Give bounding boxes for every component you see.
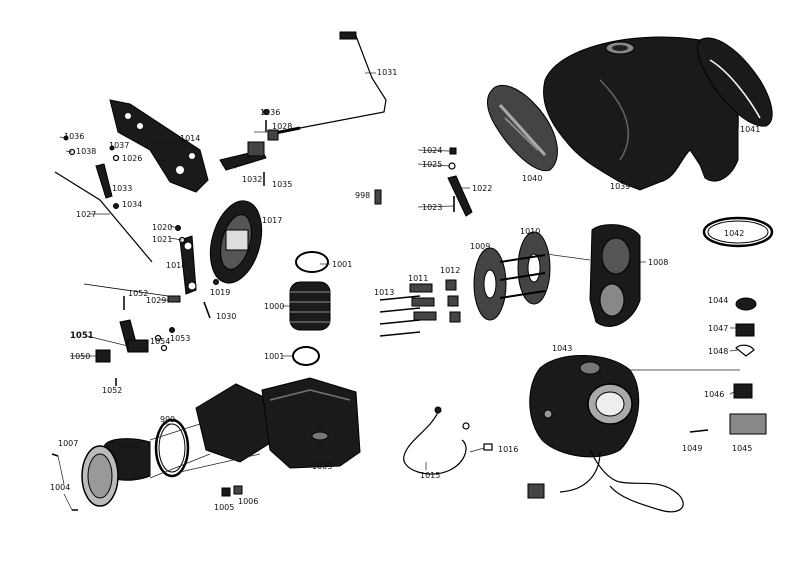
label-1046: 1046 xyxy=(704,390,724,399)
label-1000: 1000 xyxy=(264,302,284,311)
label-1036a: 1036 xyxy=(64,132,84,141)
label-1032: 1032 xyxy=(242,175,262,184)
label-1009: 1009 xyxy=(470,242,490,251)
label-999: 999 xyxy=(160,415,175,424)
label-1040: 1040 xyxy=(522,174,542,183)
label-1036b: 1036 xyxy=(260,108,280,117)
label-1050: 1050 xyxy=(70,352,90,361)
label-1014: 1014 xyxy=(180,134,200,143)
label-1039: 1039 xyxy=(610,182,630,191)
label-1045: 1045 xyxy=(732,444,752,453)
label-1042: 1042 xyxy=(724,229,744,238)
switch-parts xyxy=(689,297,767,435)
label-1001a: 1001 xyxy=(332,260,352,269)
label-1033: 1033 xyxy=(112,184,132,193)
gasket-1042 xyxy=(702,216,774,248)
label-1029: 1029 xyxy=(146,296,166,305)
fuel-tank xyxy=(487,36,773,191)
cover-1008 xyxy=(589,224,641,327)
label-1002: 1002 xyxy=(120,441,140,450)
small-lever-1022 xyxy=(374,147,473,217)
label-1053: 1053 xyxy=(170,334,190,343)
cable-1015 xyxy=(403,406,493,475)
label-1035: 1035 xyxy=(272,180,292,189)
label-1052b: 1052 xyxy=(102,386,122,395)
label-1028: 1028 xyxy=(272,122,292,131)
label-1041: 1041 xyxy=(740,125,760,134)
label-1030: 1030 xyxy=(216,312,236,321)
label-1013: 1013 xyxy=(374,288,394,297)
label-1047: 1047 xyxy=(708,324,728,333)
label-1003: 1003 xyxy=(312,462,332,471)
label-1027: 1027 xyxy=(76,210,96,219)
brake-backplate xyxy=(83,200,263,319)
label-1010: 1010 xyxy=(520,227,540,236)
part-labels: 1031 1036 1036 1038 1037 1026 1014 1028 … xyxy=(50,68,760,512)
brake-pedal-assembly xyxy=(54,31,387,263)
label-1015: 1015 xyxy=(420,471,440,480)
clutch-assembly xyxy=(379,231,551,337)
rubber-boot xyxy=(289,251,331,366)
label-1008: 1008 xyxy=(648,258,668,267)
label-1001b: 1001 xyxy=(264,352,284,361)
lever-assembly-1051 xyxy=(95,296,175,386)
leader-lines xyxy=(57,72,747,511)
label-1004: 1004 xyxy=(50,483,70,492)
label-1044: 1044 xyxy=(708,296,728,305)
label-1011: 1011 xyxy=(408,274,428,283)
label-1021: 1021 xyxy=(152,235,172,244)
label-1031: 1031 xyxy=(377,68,397,77)
label-1034: 1034 xyxy=(122,200,142,209)
label-1019: 1019 xyxy=(210,288,230,297)
air-filter-housing xyxy=(51,377,361,511)
label-1016: 1016 xyxy=(498,445,518,454)
label-1048: 1048 xyxy=(708,347,728,356)
label-1007: 1007 xyxy=(58,439,78,448)
label-1020: 1020 xyxy=(152,223,172,232)
label-1054: 1054 xyxy=(150,337,170,346)
label-1051: 1051 xyxy=(70,331,94,341)
label-1025: 1025 xyxy=(422,160,442,169)
label-998: 998 xyxy=(355,191,370,200)
label-1005: 1005 xyxy=(214,503,234,512)
label-1022: 1022 xyxy=(472,184,492,193)
label-1018: 1018 xyxy=(166,261,186,270)
label-1026: 1026 xyxy=(122,154,142,163)
label-1006: 1006 xyxy=(238,497,258,506)
headlamp-housing xyxy=(527,354,684,513)
label-1049: 1049 xyxy=(682,444,702,453)
label-1012: 1012 xyxy=(440,266,460,275)
label-1024: 1024 xyxy=(422,146,442,155)
label-1052a: 1052 xyxy=(128,289,148,298)
label-1037: 1037 xyxy=(109,141,129,150)
label-1023: 1023 xyxy=(422,203,442,212)
label-1017: 1017 xyxy=(262,216,282,225)
label-1043: 1043 xyxy=(552,344,572,353)
label-1038: 1038 xyxy=(76,147,96,156)
